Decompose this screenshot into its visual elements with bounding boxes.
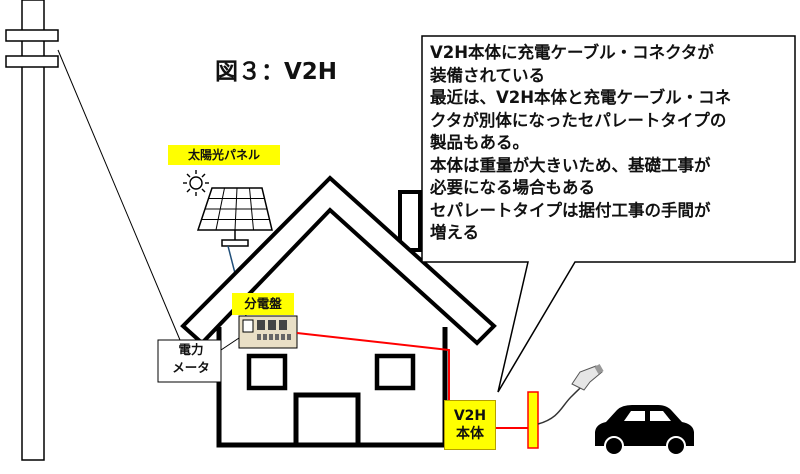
callout-line: クタが別体になったセパレートタイプの bbox=[430, 110, 727, 130]
figure-title: 図３：V2H bbox=[215, 59, 338, 85]
service-drop-wire bbox=[57, 49, 181, 341]
callout-text: V2H本体に充電ケーブル・コネクタが 装備されている 最近は、V2H本体と充電ケ… bbox=[430, 42, 790, 245]
distribution-board-icon bbox=[238, 315, 298, 349]
power-meter-label: 電力 メータ bbox=[161, 341, 221, 381]
sun-icon bbox=[183, 170, 209, 196]
meter-wire bbox=[220, 337, 240, 351]
distribution-board-label: 分電盤 bbox=[232, 293, 294, 315]
utility-pole bbox=[5, 0, 59, 461]
power-meter-label-line1: 電力 bbox=[178, 342, 204, 357]
callout-line: V2H本体に充電ケーブル・コネクタが bbox=[430, 43, 714, 62]
callout-line: 最近は、V2H本体と充電ケーブル・コネ bbox=[430, 88, 732, 107]
v2h-unit-label-line2: 本体 bbox=[456, 426, 484, 442]
v2h-power-wire bbox=[296, 332, 450, 400]
power-meter-box bbox=[157, 339, 222, 383]
v2h-unit-label-line1: V2H bbox=[453, 408, 487, 424]
callout-line: セパレートタイプは据付工事の手間が bbox=[430, 200, 711, 220]
charging-connector-icon bbox=[571, 364, 604, 391]
charger-post bbox=[527, 391, 539, 449]
callout-line: 必要になる場合もある bbox=[430, 178, 595, 197]
callout-line: 装備されている bbox=[430, 65, 546, 85]
solar-panel-icon bbox=[196, 187, 273, 247]
v2h-unit-label: V2H 本体 bbox=[444, 400, 496, 450]
callout-line: 製品もある。 bbox=[430, 133, 529, 152]
callout-bubble bbox=[421, 35, 796, 393]
car-icon bbox=[595, 405, 694, 456]
callout-line: 本体は重量が大きいため、基礎工事が bbox=[430, 155, 711, 175]
solar-panel-label: 太陽光パネル bbox=[168, 145, 280, 165]
callout-line: 増える bbox=[430, 223, 480, 242]
power-meter-label-line2: メータ bbox=[172, 360, 210, 375]
